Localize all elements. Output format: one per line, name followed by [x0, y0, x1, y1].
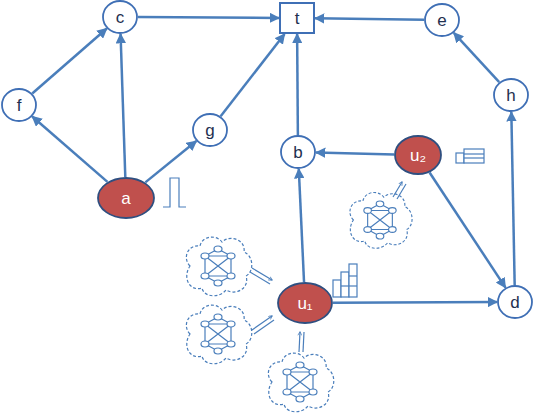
network-cloud — [268, 353, 333, 412]
arrow-connector — [315, 18, 424, 20]
node-label: a — [121, 190, 130, 207]
circle-node: f — [1, 88, 37, 122]
red-node: a — [97, 177, 155, 219]
network-cloud — [350, 193, 412, 249]
node-ellipse — [98, 178, 154, 218]
node-label: h — [506, 87, 515, 104]
node-label: c — [116, 9, 125, 26]
circle-node: b — [280, 135, 316, 169]
node-label: e — [437, 12, 446, 29]
node-ellipse — [494, 79, 528, 111]
node-ellipse — [193, 114, 227, 146]
node-label: f — [17, 97, 22, 114]
node-label: d — [510, 294, 519, 311]
queue-icon — [456, 149, 484, 163]
circle-node: c — [102, 0, 138, 34]
arrow-connector — [316, 152, 394, 154]
node-label: g — [205, 122, 214, 139]
node-label: u₂ — [410, 147, 426, 164]
network-cloud — [186, 305, 251, 364]
arrow-connector — [32, 29, 107, 94]
queue-icon — [333, 264, 357, 297]
network-cloud — [186, 237, 251, 296]
red-node: u₂ — [394, 135, 442, 175]
node-label: t — [295, 10, 300, 27]
circle-node: d — [497, 285, 533, 319]
arrow-connector — [145, 141, 196, 182]
circle-node: e — [424, 3, 460, 37]
square-node: t — [279, 2, 315, 34]
arrow-connector — [333, 301, 497, 304]
queue-icon — [163, 178, 186, 207]
circle-node: g — [192, 113, 228, 147]
arrow-connector — [454, 33, 499, 82]
node-ellipse — [2, 89, 36, 121]
arrow-connector — [296, 34, 299, 135]
arrow-connector — [511, 112, 514, 285]
arrow-connector — [138, 16, 279, 19]
circle-node: h — [493, 78, 529, 112]
node-ellipse — [281, 136, 315, 168]
arrow-connector — [121, 34, 126, 177]
node-ellipse — [498, 286, 532, 318]
double-arrow — [250, 182, 406, 352]
node-ellipse — [395, 136, 441, 174]
arrow-connector — [32, 117, 107, 182]
node-ellipse — [278, 283, 332, 323]
arrow-connector — [299, 169, 304, 282]
arrow-connector — [430, 173, 506, 288]
node-label: b — [293, 144, 302, 161]
node-ellipse — [425, 4, 459, 36]
node-ellipse — [103, 1, 137, 33]
arrow-connector — [221, 34, 285, 116]
node-label: u₁ — [297, 295, 312, 312]
red-node: u₁ — [277, 282, 333, 324]
